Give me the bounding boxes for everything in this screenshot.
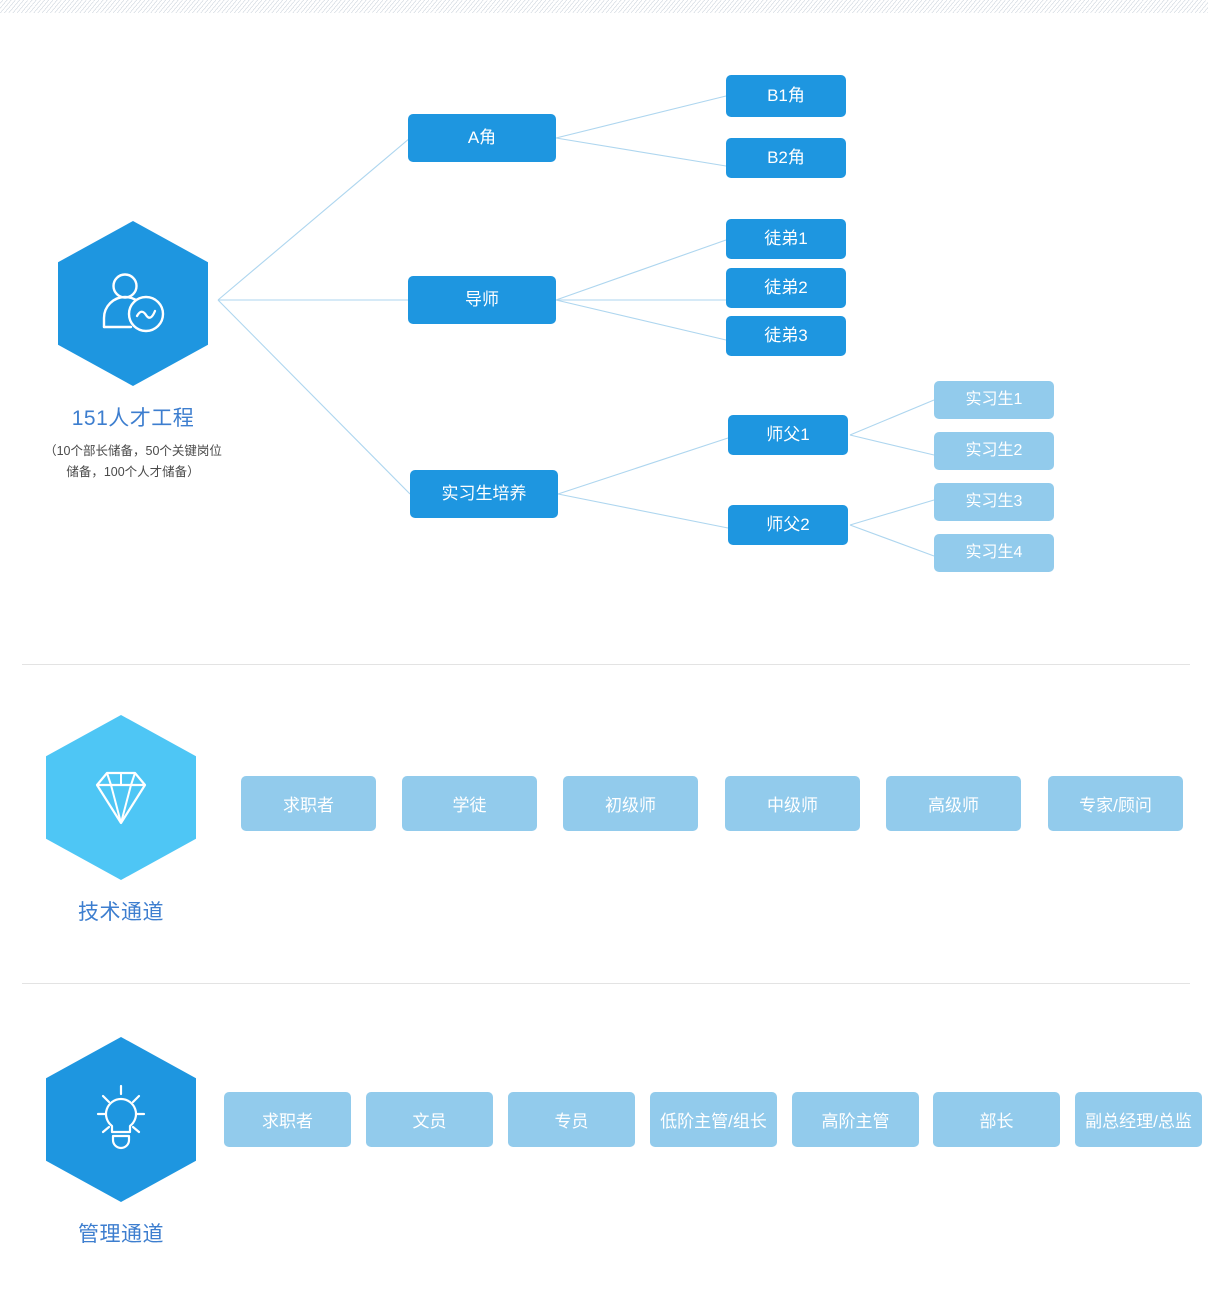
person-analytics-icon bbox=[95, 269, 171, 339]
node-master-1[interactable]: 师父1 bbox=[728, 415, 848, 455]
node-mentor[interactable]: 导师 bbox=[408, 276, 556, 324]
mgmt-step-1[interactable]: 求职者 bbox=[224, 1092, 351, 1147]
tech-step-1[interactable]: 求职者 bbox=[241, 776, 376, 831]
mgmt-step-7[interactable]: 副总经理/总监 bbox=[1075, 1092, 1202, 1147]
node-intern-1[interactable]: 实习生1 bbox=[934, 381, 1054, 419]
mgmt-step-3[interactable]: 专员 bbox=[508, 1092, 635, 1147]
node-master-2[interactable]: 师父2 bbox=[728, 505, 848, 545]
node-a-role[interactable]: A角 bbox=[408, 114, 556, 162]
management-channel-hex-group: 管理通道 bbox=[46, 1037, 196, 1248]
node-b1-role[interactable]: B1角 bbox=[726, 75, 846, 117]
lightbulb-icon bbox=[84, 1083, 158, 1157]
node-intern-4[interactable]: 实习生4 bbox=[934, 534, 1054, 572]
diamond-icon bbox=[85, 765, 157, 831]
top-hatch-decoration bbox=[0, 0, 1208, 13]
talent-program-subtitle: （10个部长储备，50个关键岗位 储备，100个人才储备） bbox=[8, 441, 258, 482]
technical-channel-title: 技术通道 bbox=[78, 901, 164, 924]
mgmt-step-5[interactable]: 高阶主管 bbox=[792, 1092, 919, 1147]
node-intern-2[interactable]: 实习生2 bbox=[934, 432, 1054, 470]
technical-channel-hex-group: 技术通道 bbox=[46, 715, 196, 926]
talent-program-subtitle-line2: 储备，100个人才储备） bbox=[66, 464, 200, 479]
section-divider-1 bbox=[22, 664, 1190, 665]
node-apprentice-2[interactable]: 徒弟2 bbox=[726, 268, 846, 308]
tech-step-5[interactable]: 高级师 bbox=[886, 776, 1021, 831]
talent-program-title: 151人才工程 bbox=[71, 407, 195, 430]
tech-step-3[interactable]: 初级师 bbox=[563, 776, 698, 831]
section-divider-2 bbox=[22, 983, 1190, 984]
tech-step-2[interactable]: 学徒 bbox=[402, 776, 537, 831]
mgmt-step-4[interactable]: 低阶主管/组长 bbox=[650, 1092, 777, 1147]
talent-program-subtitle-line1: （10个部长储备，50个关键岗位 bbox=[44, 444, 222, 458]
person-analytics-hexagon bbox=[58, 221, 208, 386]
lightbulb-hexagon bbox=[46, 1037, 196, 1202]
mgmt-step-2[interactable]: 文员 bbox=[366, 1092, 493, 1147]
node-b2-role[interactable]: B2角 bbox=[726, 138, 846, 178]
mgmt-step-6[interactable]: 部长 bbox=[933, 1092, 1060, 1147]
diamond-hexagon bbox=[46, 715, 196, 880]
tech-step-4[interactable]: 中级师 bbox=[725, 776, 860, 831]
talent-program-hex-group: 151人才工程 （10个部长储备，50个关键岗位 储备，100个人才储备） bbox=[44, 221, 258, 482]
node-apprentice-1[interactable]: 徒弟1 bbox=[726, 219, 846, 259]
node-intern-3[interactable]: 实习生3 bbox=[934, 483, 1054, 521]
management-channel-title: 管理通道 bbox=[78, 1223, 164, 1246]
node-intern-training[interactable]: 实习生培养 bbox=[410, 470, 558, 518]
node-apprentice-3[interactable]: 徒弟3 bbox=[726, 316, 846, 356]
tech-step-6[interactable]: 专家/顾问 bbox=[1048, 776, 1183, 831]
